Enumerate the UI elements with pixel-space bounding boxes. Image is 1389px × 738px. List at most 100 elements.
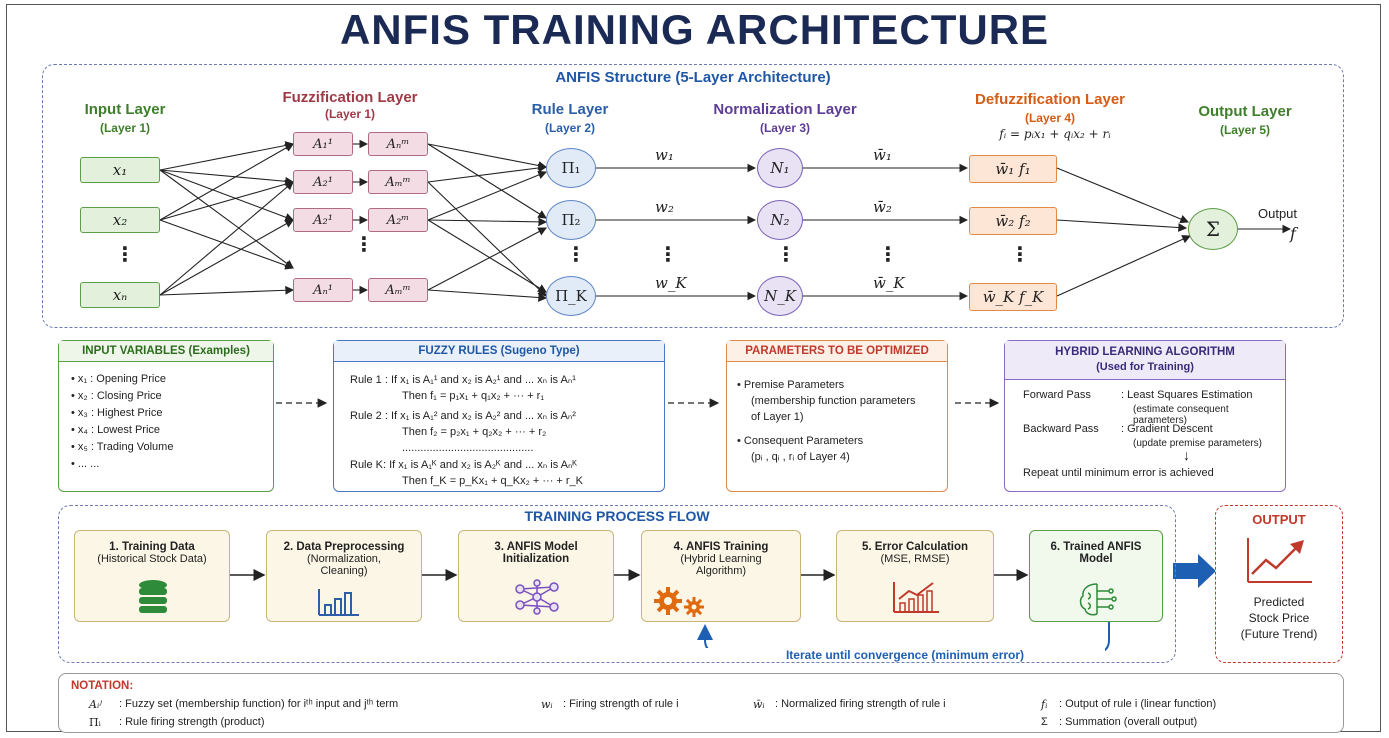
output-card: OUTPUT Predicted Stock Price (Future Tre… [1215,505,1343,663]
fuzz-node-right-n: Aₘᵐ [368,278,428,302]
layer-title-fuzzification: Fuzzification Layer [282,89,418,106]
rule-k-then: Then f_K = p_Kx₁ + q_Kx₂ + ··· + r_K [402,475,584,487]
layer-title-input: Input Layer [84,101,166,118]
input-var-item: • ... ... [71,458,100,470]
forward-pass-value: : Least Squares Estimation [1121,389,1253,401]
premise-params-note: (membership function parameters [751,395,916,407]
layer-title-rule: Rule Layer [531,101,609,118]
notation-sym-pi: Πᵢ [89,716,101,729]
hybrid-learning-card: HYBRID LEARNING ALGORITHM (Used for Trai… [1004,340,1286,492]
notation-text-wbar: : Normalized firing strength of rule i [775,698,946,710]
step-4-sub: (Hybrid Learning Algorithm) [680,553,762,577]
rule-ellipsis: ........................................… [402,442,534,454]
step-5-title: 5. Error Calculation [861,541,969,553]
defuzz-node-k: w̄_K f_K [969,283,1057,311]
fuzzy-rules-header: FUZZY RULES (Sugeno Type) [334,341,664,362]
weight-dots: ⋮ [658,244,678,266]
output-line: Predicted [1253,595,1305,609]
forward-pass-note: (estimate consequent parameters) [1133,404,1229,426]
notation-text-pi: : Rule firing strength (product) [119,716,265,728]
output-label: Output [1258,206,1298,221]
bar-chart-icon [318,589,359,616]
norm-weight-label-k: w̄_K [873,274,905,292]
rule-node-2: Π₂ [546,200,596,240]
layer-title-normalization: Normalization Layer [713,101,857,118]
notation-sym-f: fᵢ [1041,698,1048,711]
defuzz-node-2: w̄₂ f₂ [969,207,1057,235]
hybrid-header: HYBRID LEARNING ALGORITHM (Used for Trai… [1005,341,1285,380]
notation-sym-a: Aᵢʲ [89,698,103,711]
input-variables-header: INPUT VARIABLES (Examples) [59,341,273,362]
input-variables-list: • x₁ : Opening Price • x₂ : Closing Pric… [71,371,173,473]
anfis-structure-section [42,64,1344,328]
input-node-x2: x₂ [80,207,160,233]
gears-icon [654,587,704,617]
notation-sym-w: wᵢ [541,698,553,711]
forward-pass-label: Forward Pass [1023,389,1091,401]
trend-up-icon [1247,538,1312,583]
rule-node-k: Π_K [546,276,596,316]
premise-params-note: of Layer 1) [751,411,804,423]
fuzz-node-left-1: A₁¹ [293,132,353,156]
weight-label-2: w₂ [655,198,674,216]
defuzz-formula: fᵢ = pᵢx₁ + qᵢx₂ + rᵢ [999,127,1111,141]
output-card-title: OUTPUT [1252,512,1306,527]
norm-weight-label-1: w̄₁ [873,146,892,164]
notation-text-f: : Output of rule i (linear function) [1059,698,1217,710]
error-chart-icon [893,582,939,613]
layer-sub-rule: (Layer 2) [544,121,596,135]
norm-dots: ⋮ [776,244,796,266]
step-training-data: 1. Training Data (Historical Stock Data) [74,530,230,622]
premise-params: • Premise Parameters [737,379,845,391]
consequent-params-note: (pᵢ , qᵢ , rᵢ of Layer 4) [751,451,850,463]
backward-pass-label: Backward Pass [1023,423,1099,435]
fuzzy-rules-card: FUZZY RULES (Sugeno Type) Rule 1 : If x₁… [333,340,665,492]
step-anfis-training: 4. ANFIS Training (Hybrid Learning Algor… [641,530,801,622]
notation-sym-wbar: w̄ᵢ [753,698,765,711]
rule-2-if: Rule 2 : If x₁ is A₁² and x₂ is A₂² and … [350,410,576,422]
notation-text-a: : Fuzzy set (membership function) for iᵗ… [119,698,399,710]
network-icon [515,579,559,615]
fuzz-node-right-3: A₂ᵐ [368,208,428,232]
input-variables-card: INPUT VARIABLES (Examples) • x₁ : Openin… [58,340,274,492]
step-trained-model: 6. Trained ANFIS Model [1029,530,1163,622]
step-error-calculation: 5. Error Calculation (MSE, RMSE) [836,530,994,622]
hybrid-title: HYBRID LEARNING ALGORITHM [1055,346,1235,358]
rule-node-1: Π₁ [546,148,596,188]
layer-title-defuzzification: Defuzzification Layer [974,91,1126,108]
output-line: (Future Trend) [1240,627,1318,641]
defuzz-dots: ⋮ [1010,244,1030,266]
rule-2-then: Then f₂ = p₂x₁ + q₂x₂ + ··· + r₂ [402,426,547,438]
loop-label: Iterate until convergence (minimum error… [705,648,1105,662]
layer-sub-input: (Layer 1) [99,121,151,135]
norm-node-k: N_K [757,276,803,316]
layer-sub-output: (Layer 5) [1219,123,1271,137]
output-symbol: f [1290,224,1296,243]
weight-label-k: w_K [655,274,687,292]
database-icon [139,580,167,613]
norm-weight-label-2: w̄₂ [873,198,892,216]
defuzz-node-1: w̄₁ f₁ [969,155,1057,183]
fuzz-node-left-2: A₂¹ [293,170,353,194]
layer-sub-fuzzification: (Layer 1) [324,107,376,121]
brain-circuit-icon [1079,583,1117,616]
backward-pass-note: (update premise parameters) [1133,438,1262,449]
page-title: ANFIS TRAINING ARCHITECTURE [339,6,1050,53]
step-data-preprocessing: 2. Data Preprocessing (Normalization, Cl… [266,530,422,622]
fuzz-dots: ⋮ [354,234,374,256]
rule-1-if: Rule 1 : If x₁ is A₁¹ and x₂ is A₂¹ and … [350,374,576,386]
notation-sym-sigma: Σ [1041,716,1048,728]
input-var-item: • x₃ : Highest Price [71,407,163,419]
notation-text-sigma: : Summation (overall output) [1059,716,1198,728]
input-var-item: • x₅ : Trading Volume [71,441,174,453]
input-var-item: • x₁ : Opening Price [71,373,166,385]
input-var-item: • x₄ : Lowest Price [71,424,161,436]
rule-k-if: Rule K: If x₁ is A₁ᴷ and x₂ is A₂ᴷ and .… [350,459,578,471]
output-card-text: Predicted Stock Price (Future Trend) [1216,594,1342,642]
fuzz-node-right-1: Aₙᵐ [368,132,428,156]
training-process-section [58,505,1176,663]
down-arrow-icon: ↓ [1183,447,1190,463]
norm-node-1: N₁ [757,148,803,188]
param-spacer [737,425,915,433]
